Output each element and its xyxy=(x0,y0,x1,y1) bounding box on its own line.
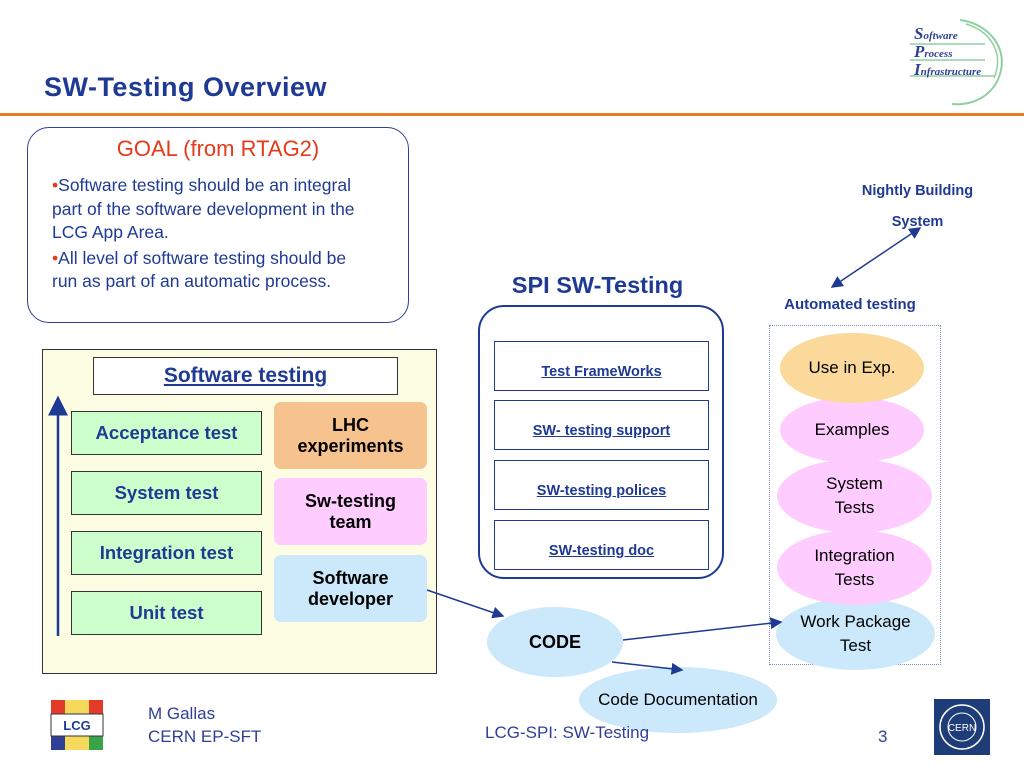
level-unit-test: Unit test xyxy=(71,591,262,635)
level-system-test: System test xyxy=(71,471,262,515)
lcg-grid-icon: LCG xyxy=(50,700,104,750)
cern-emblem-icon: CERN xyxy=(934,699,990,755)
integration-tests-ellipse: Integration Tests xyxy=(777,530,932,605)
author-name: M Gallas xyxy=(148,704,216,723)
spi-sw-testing-title: SPI SW-Testing xyxy=(511,272,684,298)
author-info: M Gallas CERN EP-SFT xyxy=(148,702,261,748)
spi-link-testing-polices[interactable]: SW-testing polices xyxy=(494,460,709,510)
spi-logo-swirl-icon xyxy=(910,19,1003,106)
footer-title: LCG-SPI: SW-Testing xyxy=(485,723,650,742)
spi-link-test-frameworks[interactable]: Test FrameWorks xyxy=(494,341,709,391)
title-divider xyxy=(0,113,1024,116)
logo-line-software: Software xyxy=(914,24,958,43)
goal-bullet: •All level of software testing should be… xyxy=(52,247,347,292)
role-software-developer: Software developer xyxy=(274,555,427,622)
code-ellipse: CODE xyxy=(487,607,623,677)
developer-to-code-arrow xyxy=(426,589,505,619)
level-acceptance-test: Acceptance test xyxy=(71,411,262,455)
lcg-logo: LCG xyxy=(49,698,105,752)
code-documentation-ellipse: Code Documentation xyxy=(579,667,777,733)
examples-ellipse: Examples xyxy=(780,397,924,463)
spi-sw-testing-box xyxy=(478,305,724,579)
use-in-exp-ellipse: Use in Exp. xyxy=(780,333,924,403)
work-package-test-ellipse: Work Package Test xyxy=(776,598,935,670)
spi-logo: Software Process Infrastructure xyxy=(890,14,1010,110)
cern-logo: CERN xyxy=(933,698,991,756)
cern-logo-text: CERN xyxy=(948,723,976,734)
goal-bullet: •Software testing should be an integral … xyxy=(52,175,355,242)
nightly-building-label: Nightly Building System xyxy=(861,183,974,230)
goal-box: GOAL (from RTAG2) •Software testing shou… xyxy=(27,127,409,323)
level-integration-test: Integration test xyxy=(71,531,262,575)
goal-bullets: •Software testing should be an integral … xyxy=(52,174,370,296)
lcg-logo-text: LCG xyxy=(63,718,90,733)
spi-link-testing-doc[interactable]: SW-testing doc xyxy=(494,520,709,570)
software-testing-heading: Software testing xyxy=(93,357,398,395)
slide-title: SW-Testing Overview xyxy=(44,72,328,102)
automated-testing-label: Automated testing xyxy=(784,296,916,313)
page-number: 3 xyxy=(878,727,888,746)
role-sw-testing-team: Sw-testing team xyxy=(274,478,427,545)
goal-heading: GOAL (from RTAG2) xyxy=(116,136,320,161)
author-affiliation: CERN EP-SFT xyxy=(148,727,262,746)
logo-line-process: Process xyxy=(914,42,953,61)
role-lhc-experiments: LHC experiments xyxy=(274,402,427,469)
spi-link-testing-support[interactable]: SW- testing support xyxy=(494,400,709,450)
logo-line-infrastructure: Infrastructure xyxy=(914,60,982,79)
system-tests-ellipse: System Tests xyxy=(777,459,932,533)
code-to-workpackage-arrow xyxy=(622,617,783,641)
